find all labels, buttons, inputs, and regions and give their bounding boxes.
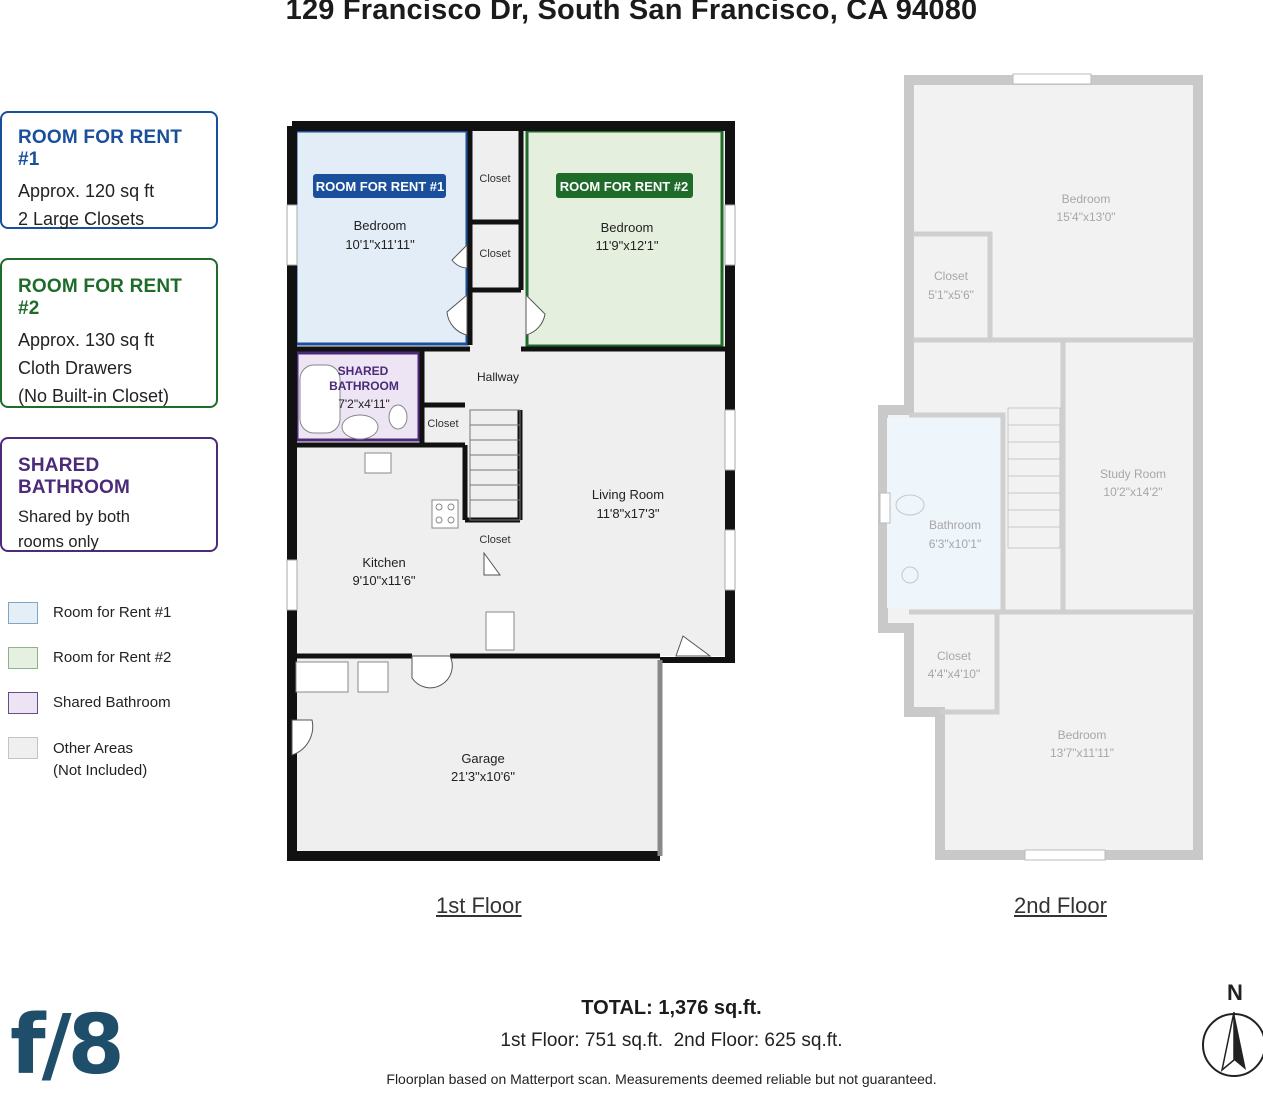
f8-logo: f/8 (10, 998, 125, 1093)
label-closet-stairs: Closet (479, 534, 510, 546)
legend-swatch-rent2 (8, 647, 38, 669)
card-line: Shared by both (18, 508, 130, 526)
label-bedroom1: Bedroom (354, 218, 407, 233)
legend-swatch-bath (8, 692, 38, 714)
legend-label-other: Other Areas (53, 740, 134, 757)
card-line: Approx. 130 sq ft (18, 330, 155, 350)
card-line: 2 Large Closets (18, 209, 145, 229)
card-heading: ROOM FOR RENT #1 (18, 127, 183, 170)
dims-living: 11'8"x17'3" (596, 506, 659, 521)
label-bedroom2: Bedroom (601, 220, 654, 235)
card-room-for-rent-1: ROOM FOR RENT #1 Approx. 120 sq ft 2 Lar… (0, 111, 218, 229)
label-kitchen: Kitchen (362, 555, 405, 570)
disclaimer: Floorplan based on Matterport scan. Meas… (386, 1071, 937, 1087)
dims2-bath: 6'3"x10'1" (929, 537, 981, 551)
dims2-bedroom-top: 15'4"x13'0" (1056, 210, 1115, 224)
floor1-label: 1st Floor (436, 893, 522, 918)
area-breakdown: 1st Floor: 751 sq.ft. 2nd Floor: 625 sq.… (500, 1030, 843, 1051)
card-line: Cloth Drawers (18, 358, 133, 378)
floor2-plan: Bedroom 15'4"x13'0" Closet 5'1"x5'6" Stu… (878, 73, 1203, 861)
label2-bedroom-bottom: Bedroom (1058, 728, 1107, 742)
legend-label-rent2: Room for Rent #2 (53, 649, 172, 666)
compass-icon: N (1202, 980, 1263, 1077)
total-area: TOTAL: 1,376 sq.ft. (581, 997, 762, 1019)
floor1-plan: ROOM FOR RENT #1 Bedroom 10'1"x11'11" RO… (286, 121, 736, 861)
room2-bath (887, 418, 1002, 608)
dims2-closet-b: 4'4"x4'10" (928, 667, 980, 681)
label-living: Living Room (592, 487, 664, 502)
legend-label-bath: Shared Bathroom (53, 694, 171, 711)
floor2-label: 2nd Floor (1014, 893, 1107, 918)
label2-study: Study Room (1100, 467, 1166, 481)
card-heading: ROOM FOR RENT #2 (18, 276, 183, 319)
dims-bedroom1: 10'1"x11'11" (345, 237, 415, 252)
legend-swatch-rent1 (8, 602, 38, 624)
badge-rent2: ROOM FOR RENT #2 (560, 179, 689, 194)
card-line: Approx. 120 sq ft (18, 181, 155, 201)
label2-closet-a: Closet (934, 269, 969, 283)
label2-bedroom-top: Bedroom (1062, 192, 1111, 206)
badge-rent1: ROOM FOR RENT #1 (316, 179, 445, 194)
label-closet-hall: Closet (427, 418, 458, 430)
dims2-closet-a: 5'1"x5'6" (928, 288, 974, 302)
legend-sublabel-other: (Not Included) (53, 762, 148, 779)
room-bedroom-rent1 (294, 129, 469, 346)
dims-garage: 21'3"x10'6" (451, 769, 515, 784)
label-hallway: Hallway (477, 370, 519, 384)
compass-north-label: N (1227, 980, 1243, 1005)
dims2-bedroom-bottom: 13'7"x11'11" (1050, 746, 1114, 760)
room-bedroom-rent2 (525, 129, 724, 348)
page-title: 129 Francisco Dr, South San Francisco, C… (285, 0, 978, 26)
label2-closet-b: Closet (937, 649, 972, 663)
card-room-for-rent-2: ROOM FOR RENT #2 Approx. 130 sq ft Cloth… (0, 258, 218, 408)
dims-bedroom2: 11'9"x12'1" (595, 238, 658, 253)
legend-swatch-other (8, 737, 38, 759)
label-bath-line1: SHARED (338, 364, 389, 378)
label-bath-line2: BATHROOM (329, 379, 399, 393)
label-closet-top: Closet (479, 173, 510, 185)
card-heading: SHARED BATHROOM (18, 455, 131, 498)
card-line: (No Built-in Closet) (18, 386, 170, 406)
dims-bath: 7'2"x4'11" (338, 397, 390, 411)
legend-label-rent1: Room for Rent #1 (53, 604, 172, 621)
label-closet-mid: Closet (479, 248, 510, 260)
dims-kitchen: 9'10"x11'6" (352, 573, 415, 588)
card-shared-bathroom: SHARED BATHROOM Shared by both rooms onl… (0, 437, 218, 552)
dims2-study: 10'2"x14'2" (1103, 485, 1162, 499)
card-line: rooms only (18, 533, 99, 551)
label-garage: Garage (461, 751, 504, 766)
label2-bath: Bathroom (929, 518, 981, 532)
